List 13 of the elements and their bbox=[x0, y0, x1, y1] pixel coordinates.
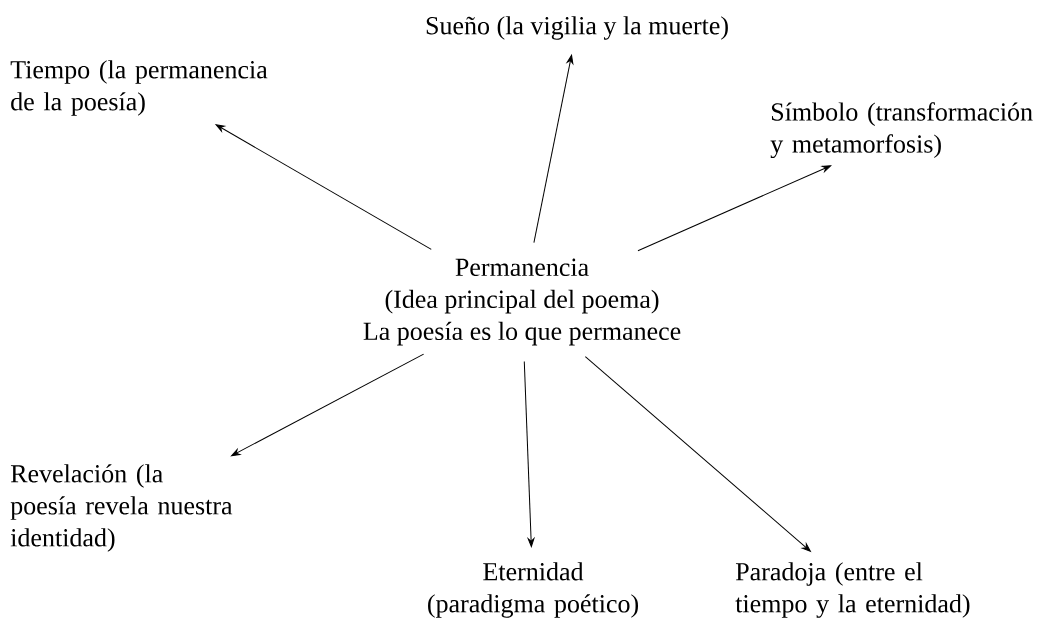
arrow bbox=[584, 356, 811, 552]
topic-text: Revelación (la poesía revela nuestra identidad) bbox=[10, 464, 233, 552]
topic-text: Símbolo (transformación y metamorfosis) bbox=[770, 102, 1033, 159]
arrow bbox=[231, 353, 425, 457]
topic-text: Paradoja (entre el tiempo y la eternidad) bbox=[735, 562, 970, 618]
central-idea-text: Permanencia (Idea principal del poema) La poesía es lo que permanece bbox=[363, 258, 681, 346]
topic-text: Tiempo (la permanencia de la poesía) bbox=[10, 60, 268, 116]
arrow bbox=[523, 361, 535, 548]
topic-text: Eternidad (paradigma poético) bbox=[428, 562, 638, 618]
topic-text: Sueño (la vigilia y la muerte) bbox=[426, 16, 728, 40]
arrow bbox=[215, 124, 432, 250]
arrow bbox=[637, 165, 832, 252]
arrow bbox=[533, 54, 574, 244]
